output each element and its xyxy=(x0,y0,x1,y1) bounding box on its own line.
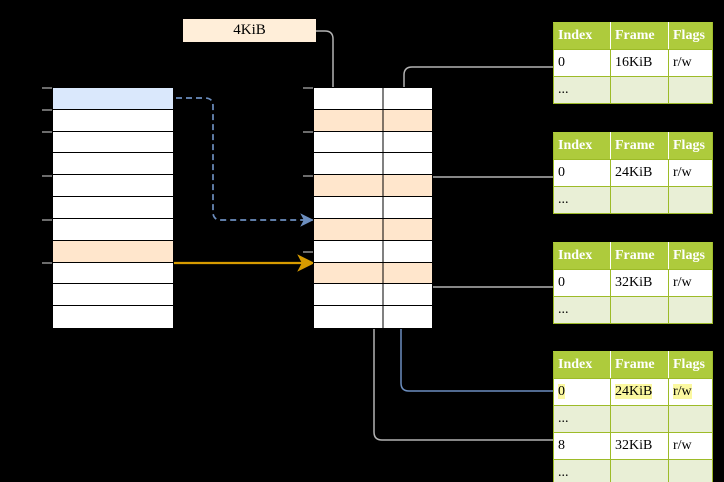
table-row[interactable]: 0 32KiB r/w xyxy=(553,269,713,297)
physical-frame-row[interactable] xyxy=(314,88,432,110)
table-row[interactable]: ... xyxy=(553,186,713,214)
physical-frame-row[interactable] xyxy=(314,284,432,307)
table-row[interactable]: ... xyxy=(553,76,713,104)
cell-index: 0 xyxy=(553,159,611,187)
virtual-page-row[interactable] xyxy=(53,88,173,110)
table-row[interactable]: ... xyxy=(553,459,713,482)
virtual-page-row[interactable] xyxy=(53,153,173,176)
cell-frame xyxy=(610,76,669,104)
cell-flags xyxy=(668,296,713,324)
cell-frame xyxy=(610,405,669,433)
virtual-page-row[interactable] xyxy=(53,197,173,219)
table-row[interactable]: 0 16KiB r/w xyxy=(553,49,713,77)
header-frame: Frame xyxy=(610,22,669,50)
cell-index-text: 0 xyxy=(558,384,565,399)
cell-flags xyxy=(668,186,713,214)
cell-frame xyxy=(610,296,669,324)
table-header-row: Index Frame Flags xyxy=(553,242,713,270)
cell-frame xyxy=(610,186,669,214)
page-table-1[interactable]: Index Frame Flags 0 16KiB r/w ... xyxy=(553,22,713,104)
wire-pt4-row0-to-frame xyxy=(395,219,553,392)
cell-flags: r/w xyxy=(668,159,713,187)
cell-index: 8 xyxy=(553,432,611,460)
cell-flags xyxy=(668,405,713,433)
physical-frame-row[interactable] xyxy=(314,131,432,154)
header-frame: Frame xyxy=(610,242,669,270)
table-row[interactable]: 8 32KiB r/w xyxy=(553,432,713,460)
cell-frame: 24KiB xyxy=(610,378,669,406)
table-header-row: Index Frame Flags xyxy=(553,22,713,50)
cell-frame: 32KiB xyxy=(610,269,669,297)
table-row[interactable]: 0 24KiB r/w xyxy=(553,159,713,187)
virtual-page-row[interactable] xyxy=(53,306,173,328)
wire-4kib-to-frame xyxy=(316,30,339,118)
table-row-highlighted[interactable]: 0 24KiB r/w xyxy=(553,378,713,406)
cell-flags xyxy=(668,459,713,482)
cell-flags xyxy=(668,76,713,104)
cell-frame: 16KiB xyxy=(610,49,669,77)
virtual-page-row[interactable] xyxy=(53,109,173,132)
virtual-address-space-column xyxy=(52,87,174,329)
wire-pt4-row8-to-frame xyxy=(368,258,553,441)
header-index: Index xyxy=(553,351,611,379)
cell-frame: 24KiB xyxy=(610,159,669,187)
cell-index: ... xyxy=(553,459,611,482)
table-row[interactable]: ... xyxy=(553,405,713,433)
header-index: Index xyxy=(553,242,611,270)
cell-index: 0 xyxy=(553,49,611,77)
cell-index: ... xyxy=(553,76,611,104)
header-frame: Frame xyxy=(610,132,669,160)
cell-index: ... xyxy=(553,186,611,214)
header-flags: Flags xyxy=(668,22,713,50)
physical-frame-row[interactable] xyxy=(314,175,432,198)
page-table-2[interactable]: Index Frame Flags 0 24KiB r/w ... xyxy=(553,132,713,214)
table-header-row: Index Frame Flags xyxy=(553,351,713,379)
virtual-page-row[interactable] xyxy=(53,218,173,241)
physical-frame-row[interactable] xyxy=(314,306,432,328)
header-index: Index xyxy=(553,22,611,50)
physical-frame-row[interactable] xyxy=(314,262,432,285)
physical-frame-row[interactable] xyxy=(314,197,432,219)
cell-flags: r/w xyxy=(668,269,713,297)
cell-index: ... xyxy=(553,405,611,433)
table-row[interactable]: ... xyxy=(553,296,713,324)
cell-flags: r/w xyxy=(668,432,713,460)
cell-index: ... xyxy=(553,296,611,324)
virtual-page-row[interactable] xyxy=(53,131,173,154)
physical-frame-row[interactable] xyxy=(314,109,432,132)
wire-virtual-blue-to-frame xyxy=(176,97,314,227)
virtual-page-row[interactable] xyxy=(53,240,173,263)
header-frame: Frame xyxy=(610,351,669,379)
cell-index: 0 xyxy=(553,269,611,297)
cell-index: 0 xyxy=(553,378,611,406)
header-flags: Flags xyxy=(668,351,713,379)
cell-flags: r/w xyxy=(668,378,713,406)
wire-pt1-to-frame xyxy=(398,66,553,174)
page-table-4[interactable]: Index Frame Flags 0 24KiB r/w ... 8 32Ki… xyxy=(553,351,713,482)
cell-flags-text: r/w xyxy=(673,384,692,399)
virtual-page-row[interactable] xyxy=(53,284,173,307)
virtual-page-row[interactable] xyxy=(53,262,173,285)
header-index: Index xyxy=(553,132,611,160)
cell-flags: r/w xyxy=(668,49,713,77)
table-header-row: Index Frame Flags xyxy=(553,132,713,160)
cell-frame-text: 24KiB xyxy=(615,384,653,399)
header-flags: Flags xyxy=(668,132,713,160)
cell-frame: 32KiB xyxy=(610,432,669,460)
size-callout-4kib: 4KiB xyxy=(183,19,316,42)
virtual-page-row[interactable] xyxy=(53,175,173,198)
page-table-3[interactable]: Index Frame Flags 0 32KiB r/w ... xyxy=(553,242,713,324)
header-flags: Flags xyxy=(668,242,713,270)
cell-frame xyxy=(610,459,669,482)
